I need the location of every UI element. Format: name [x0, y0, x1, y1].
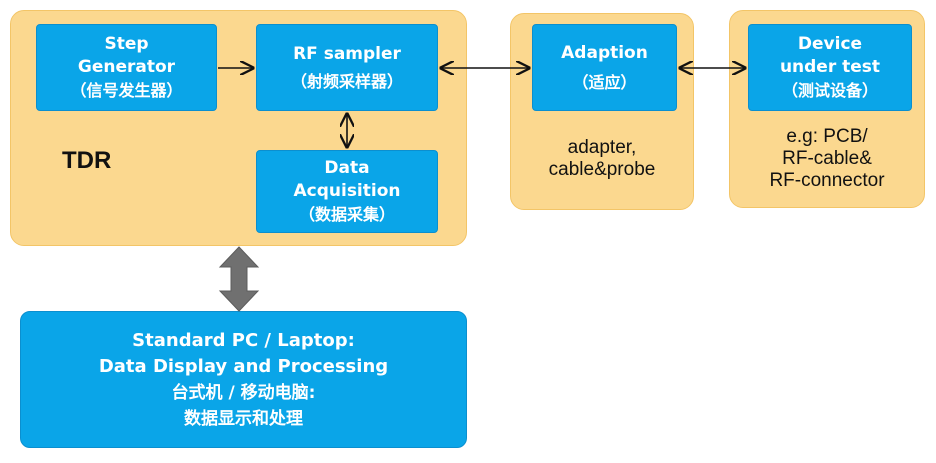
- dut-note: e.g: PCB/ RF-cable& RF-connector: [733, 126, 921, 192]
- adaption-note-line1: adapter,: [567, 137, 637, 158]
- dut-line1: Device: [797, 34, 863, 54]
- adaption-line1: Adaption: [561, 42, 648, 63]
- pc-line1: Standard PC / Laptop:: [132, 329, 355, 351]
- big-double-arrow: [218, 246, 260, 312]
- adaption-note: adapter, cable&probe: [514, 137, 690, 181]
- dut-note-line2: RF-cable&: [782, 148, 872, 169]
- adaption-note-line2: cable&probe: [548, 159, 656, 180]
- dut-zh: （测试设备）: [781, 81, 878, 100]
- pc-line2: Data Display and Processing: [98, 355, 389, 377]
- dut-note-line1: e.g: PCB/: [786, 126, 868, 147]
- rf-sampler-zh: （射频采样器）: [290, 71, 403, 91]
- pc-line4: 数据显示和处理: [184, 408, 303, 429]
- tdr-label: TDR: [62, 147, 112, 174]
- data-acquisition-zh: （数据采集）: [298, 205, 395, 224]
- rf-sampler-box: RF sampler （射频采样器）: [256, 24, 438, 111]
- pc-line3: 台式机 / 移动电脑:: [171, 382, 316, 403]
- step-generator-line1: Step: [104, 34, 149, 54]
- device-under-test-box: Device under test （测试设备）: [748, 24, 912, 111]
- data-acquisition-line2: Acquisition: [293, 181, 401, 201]
- dut-line2: under test: [779, 57, 881, 77]
- pc-box: Standard PC / Laptop: Data Display and P…: [20, 311, 467, 448]
- rf-sampler-line1: RF sampler: [293, 43, 401, 64]
- adaption-zh: （适应）: [572, 72, 637, 92]
- step-generator-box: Step Generator （信号发生器）: [36, 24, 217, 111]
- step-generator-line2: Generator: [77, 57, 176, 77]
- dut-note-line3: RF-connector: [769, 170, 885, 191]
- step-generator-zh: （信号发生器）: [70, 81, 183, 100]
- data-acquisition-box: Data Acquisition （数据采集）: [256, 150, 438, 233]
- data-acquisition-line1: Data: [324, 158, 370, 178]
- adaption-box: Adaption （适应）: [532, 24, 677, 111]
